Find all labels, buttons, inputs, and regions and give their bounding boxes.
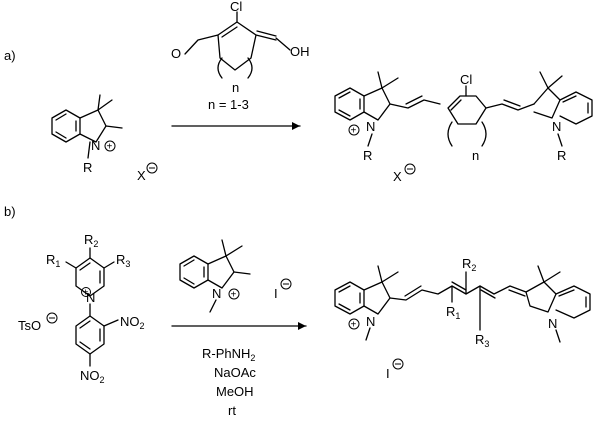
- iodide-label: I: [274, 286, 278, 301]
- indolenine-r: R: [83, 160, 92, 175]
- svg-text:+: +: [231, 290, 237, 301]
- condition-amine: R-PhNH2: [202, 346, 255, 363]
- minus-charge-icon: [146, 162, 158, 174]
- plus-charge-icon: +: [348, 124, 360, 137]
- product-a-index-n: n: [472, 148, 479, 163]
- product-iodide: I: [386, 366, 390, 381]
- reaction-arrow-b: [171, 322, 307, 330]
- nitro-top-label: NO2: [120, 314, 145, 331]
- product-a-r-right: R: [557, 148, 566, 163]
- condition-n-range: n = 1-3: [208, 97, 249, 112]
- tosylate-label: TsO: [18, 318, 41, 333]
- heptamethine-cyanine-product-b: N + R2 R1 R3 N I: [334, 256, 591, 381]
- reagent-chloro: Cl: [230, 0, 242, 14]
- r2-text: R: [84, 232, 93, 247]
- condition-base: NaOAc: [214, 365, 256, 380]
- conditions-b: R-PhNH2 NaOAc MeOH rt: [202, 346, 256, 418]
- reagent-hydroxyl: OH: [290, 44, 310, 59]
- plus-charge-icon: +: [228, 288, 240, 301]
- product-b-n-right: N: [548, 316, 557, 331]
- zincke-n: N: [86, 290, 95, 305]
- nitro-bottom-label: NO2: [80, 368, 105, 385]
- minus-charge-icon: [280, 278, 292, 290]
- minus-charge-icon: [46, 312, 58, 324]
- plus-charge-icon: +: [81, 287, 91, 299]
- heptamethine-cyanine-product-a: N + R Cl n X N R: [334, 71, 593, 184]
- product-a-r-left: R: [363, 148, 372, 163]
- indoleninium-salt-a: N + R X: [51, 94, 158, 183]
- svg-text:+: +: [83, 288, 89, 299]
- reagent-index-n: n: [232, 80, 239, 95]
- minus-charge-icon: [404, 163, 416, 175]
- counterion-x: X: [137, 168, 146, 183]
- condition-solvent: MeOH: [216, 384, 254, 399]
- product-b-n-left: N: [366, 314, 375, 329]
- chloro-dialdehyde-reagent: Cl O OH n: [171, 0, 310, 95]
- zincke-salt-reagent: R2 R1 R3 N + NO2 NO2 TsO: [18, 232, 145, 385]
- indolium-iodide-reagent: N + I: [179, 239, 292, 313]
- iodide-reagent-n: N: [212, 286, 221, 301]
- plus-charge-icon: +: [104, 140, 116, 153]
- r3-label: R3: [116, 252, 130, 269]
- product-a-chloro: Cl: [460, 72, 472, 87]
- minus-charge-icon: [392, 358, 404, 370]
- svg-text:+: +: [107, 142, 113, 153]
- product-a-n-left: N: [366, 119, 375, 134]
- condition-temperature: rt: [228, 403, 236, 418]
- product-a-counterion: X: [393, 169, 402, 184]
- product-r1-label: R1: [446, 304, 460, 321]
- indolenine-n: N: [91, 138, 100, 153]
- reaction-arrow-a: [171, 122, 301, 130]
- r2-label: R2: [84, 232, 98, 249]
- panel-a-label: a): [4, 48, 16, 63]
- svg-text:+: +: [351, 320, 357, 331]
- r1-label: R1: [46, 252, 60, 269]
- product-r2-label: R2: [462, 256, 476, 273]
- svg-text:+: +: [351, 126, 357, 137]
- panel-b-label: b): [4, 204, 16, 219]
- plus-charge-icon: +: [348, 318, 360, 331]
- product-a-n-right: N: [552, 119, 561, 134]
- product-r3-label: R3: [475, 332, 489, 349]
- reagent-oxygen: O: [171, 46, 181, 61]
